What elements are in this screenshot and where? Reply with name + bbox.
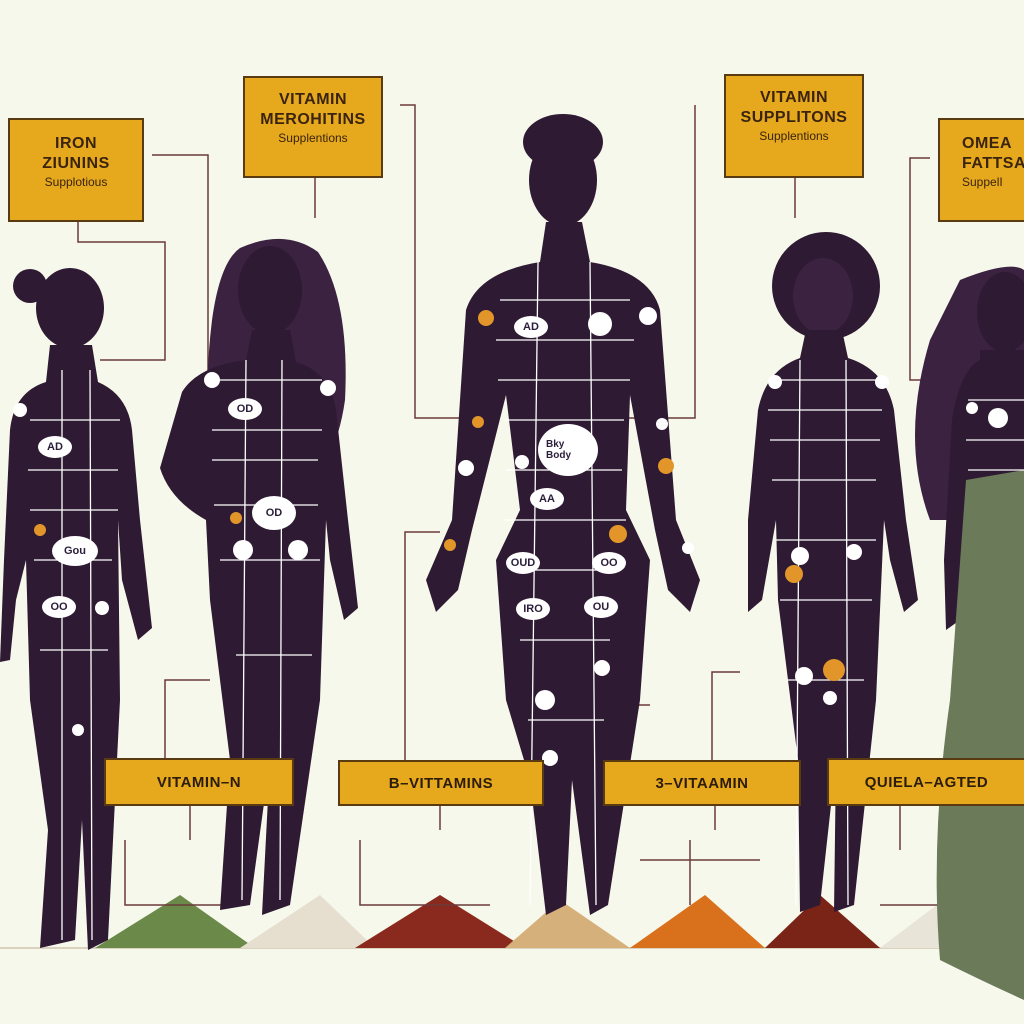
top-label-title-line-2: MEROHITINS xyxy=(260,111,366,128)
top-label-title-line-1: IRON xyxy=(55,135,97,152)
supplement-dot xyxy=(988,408,1008,428)
top-label-title-line-2: FATTSAIV xyxy=(962,155,1024,172)
bottom-label-b-vitamins: B–VITTAMINS xyxy=(338,760,544,806)
supplement-dot xyxy=(791,547,809,565)
supplement-dot xyxy=(846,544,862,560)
body-mark: OU xyxy=(584,596,618,618)
supplement-dot xyxy=(658,458,674,474)
figure-fourth xyxy=(748,232,918,912)
supplement-dot xyxy=(656,418,668,430)
figure-center xyxy=(426,114,700,915)
body-mark: OD xyxy=(228,398,262,420)
figure-left-head xyxy=(36,268,104,348)
figure-second-head xyxy=(238,246,302,334)
supplement-dot xyxy=(588,312,612,336)
figure-right-lines xyxy=(966,399,1024,471)
figure-right-skirt xyxy=(936,470,1024,1000)
body-mark: OD xyxy=(252,496,296,530)
mound-red xyxy=(355,895,525,948)
supplement-dot xyxy=(795,667,813,685)
figure-fourth-body xyxy=(748,330,918,912)
supplement-dot xyxy=(34,524,46,536)
body-mark: Gou xyxy=(52,536,98,566)
figure-left-lines xyxy=(28,369,120,941)
belly-circle xyxy=(538,424,598,476)
top-label-subtitle: Supplentions xyxy=(759,129,829,143)
top-label-vitamin-supplements: VITAMIN SUPPLITONS Supplentions xyxy=(724,74,864,178)
supplement-dot xyxy=(823,659,845,681)
bottom-label-vitamin-n: VITAMIN–N xyxy=(104,758,294,806)
body-mark: IRO xyxy=(516,598,550,620)
supplement-dot xyxy=(444,539,456,551)
supplement-dot xyxy=(535,690,555,710)
top-label-title-line-1: VITAMIN xyxy=(278,91,348,108)
top-label-vitamin-micronutrients: VITAMIN MEROHITINS Supplentions xyxy=(243,76,383,178)
body-mark: AD xyxy=(514,316,548,338)
supplement-dot xyxy=(785,565,803,583)
figure-center-head xyxy=(529,134,597,226)
supplement-dot xyxy=(233,540,253,560)
top-label-subtitle: Supplotious xyxy=(44,175,108,189)
top-label-title-line-2: ZIUNINS xyxy=(42,155,110,172)
mound-green xyxy=(95,895,255,948)
supplement-dot xyxy=(472,416,484,428)
figure-fourth-lines xyxy=(768,359,882,906)
mound-white xyxy=(240,895,375,948)
supplement-dot xyxy=(230,512,242,524)
supplement-dot xyxy=(458,460,474,476)
top-label-title-line-1: OMEA xyxy=(962,135,1012,152)
top-label-iron-zinc: IRON ZIUNINS Supplotious xyxy=(8,118,144,222)
supplement-dot xyxy=(682,542,694,554)
top-label-omega-fatty: OMEA FATTSAIV SuppelI xyxy=(938,118,1024,222)
supplement-dots xyxy=(13,307,1008,766)
mound-brown xyxy=(765,895,880,948)
center-belly-label: Bky Body xyxy=(546,439,571,461)
body-mark: OUD xyxy=(506,552,540,574)
bottom-label-3-vitamin: 3–VITAAMIN xyxy=(603,760,801,806)
figure-second-body xyxy=(160,330,358,915)
figure-fourth-face xyxy=(793,258,853,334)
supplement-dot xyxy=(875,375,889,389)
top-label-subtitle: SuppelI xyxy=(962,175,1003,189)
supplement-dot xyxy=(966,402,978,414)
body-mark: OO xyxy=(42,596,76,618)
supplement-dot xyxy=(72,724,84,736)
supplement-dot xyxy=(320,380,336,396)
supplement-dot xyxy=(609,525,627,543)
figure-right-head xyxy=(977,272,1024,352)
figure-left-body xyxy=(0,345,152,950)
supplement-dot xyxy=(515,455,529,469)
supplement-dot xyxy=(768,375,782,389)
supplement-dot xyxy=(542,750,558,766)
mound-tan xyxy=(505,900,630,948)
mound-orange xyxy=(630,895,765,948)
supplement-dot xyxy=(95,601,109,615)
figure-center-body xyxy=(426,222,700,915)
supplement-dot xyxy=(823,691,837,705)
bottom-label-chelated: QUIELA–AGTED xyxy=(827,758,1024,806)
supplement-dot xyxy=(13,403,27,417)
supplement-dot xyxy=(478,310,494,326)
top-label-subtitle: Supplentions xyxy=(278,131,348,145)
figure-left xyxy=(0,268,152,950)
supplement-dot xyxy=(594,660,610,676)
powder-mounds xyxy=(95,895,1024,948)
supplement-dot xyxy=(639,307,657,325)
top-label-title-line-2: SUPPLITONS xyxy=(740,109,848,126)
supplement-dot xyxy=(204,372,220,388)
body-mark: AA xyxy=(530,488,564,510)
body-mark: OO xyxy=(592,552,626,574)
figure-right xyxy=(915,266,1024,1000)
body-mark: AD xyxy=(38,436,72,458)
top-label-title-line-1: VITAMIN xyxy=(759,89,829,106)
supplement-dot xyxy=(288,540,308,560)
